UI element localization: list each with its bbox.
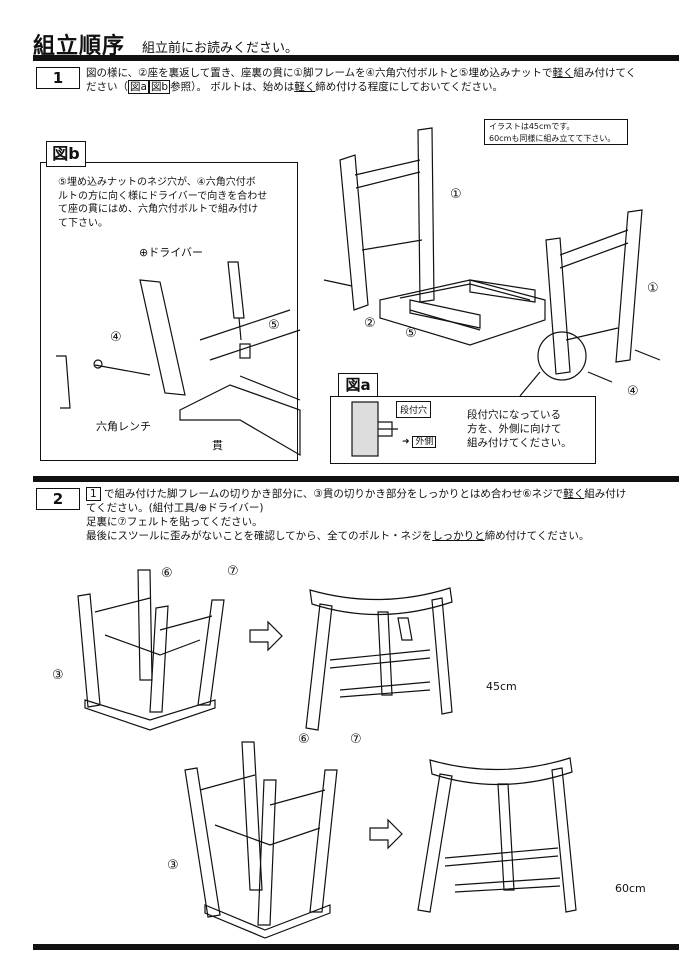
callout-hex-bolt: ④ xyxy=(627,384,639,399)
callout-screw-upper: ⑥ xyxy=(161,566,173,581)
outer-side-label: ➜ 外側 xyxy=(402,434,437,448)
step2-instructions: 1 で組み付けた脚フレームの切りかき部分に、③貫の切りかき部分をしっかりとはめ合… xyxy=(86,487,627,542)
callout-b-bolt: ④ xyxy=(110,330,122,345)
ref-figure-a: 図a xyxy=(128,80,149,94)
step2-number: 2 xyxy=(36,488,80,510)
ref-step-1: 1 xyxy=(86,487,101,501)
callout-felt-lower: ⑦ xyxy=(350,732,362,747)
callout-screw-lower: ⑥ xyxy=(298,732,310,747)
figure-a-label: 図a xyxy=(338,373,378,397)
callout-leg-frame-2: ① xyxy=(647,281,659,296)
page-subtitle: 組立前にお読みください。 xyxy=(142,41,299,56)
hex-wrench-label: 六角レンチ xyxy=(96,420,151,433)
stepped-hole-callout: 段付穴 xyxy=(396,401,432,418)
driver-label: ⊕ドライバー xyxy=(139,246,203,259)
size-45cm-label: 45cm xyxy=(486,680,517,693)
callout-embed-nut: ⑤ xyxy=(405,326,417,341)
callout-felt-upper: ⑦ xyxy=(227,564,239,579)
nuki-label: 貫 xyxy=(212,439,223,452)
figure-b-label: 図b xyxy=(46,141,86,167)
step1-number: 1 xyxy=(36,67,80,89)
size-60cm-label: 60cm xyxy=(615,882,646,895)
callout-nuki-lower: ③ xyxy=(167,858,179,873)
callout-leg-frame-1: ① xyxy=(450,187,462,202)
page-title: 組立順序 xyxy=(33,34,126,59)
illustration-note: イラストは45cmです。 60cmも同様に組み立てて下さい。 xyxy=(484,119,628,145)
figure-b-text: ⑤埋め込みナットのネジ穴が、④六角穴付ボ ルトの方に向く様にドライバーで向きを合… xyxy=(58,177,268,229)
figure-b-panel xyxy=(40,162,298,461)
bottom-rule xyxy=(33,944,679,950)
callout-seat: ② xyxy=(364,316,376,331)
callout-b-nut: ⑤ xyxy=(268,318,280,333)
top-rule xyxy=(33,55,679,61)
ref-figure-b: 図b xyxy=(148,80,171,94)
middle-rule xyxy=(33,476,679,482)
figure-a-text: 段付穴になっている 方を、外側に向けて 組み付けてください。 xyxy=(467,409,572,449)
step1-instructions: 図の様に、②座を裏返して置き、座裏の貫に①脚フレームを④六角穴付ボルトと⑤埋め込… xyxy=(86,67,637,94)
callout-nuki-upper: ③ xyxy=(52,668,64,683)
figure-a-panel xyxy=(330,396,596,464)
